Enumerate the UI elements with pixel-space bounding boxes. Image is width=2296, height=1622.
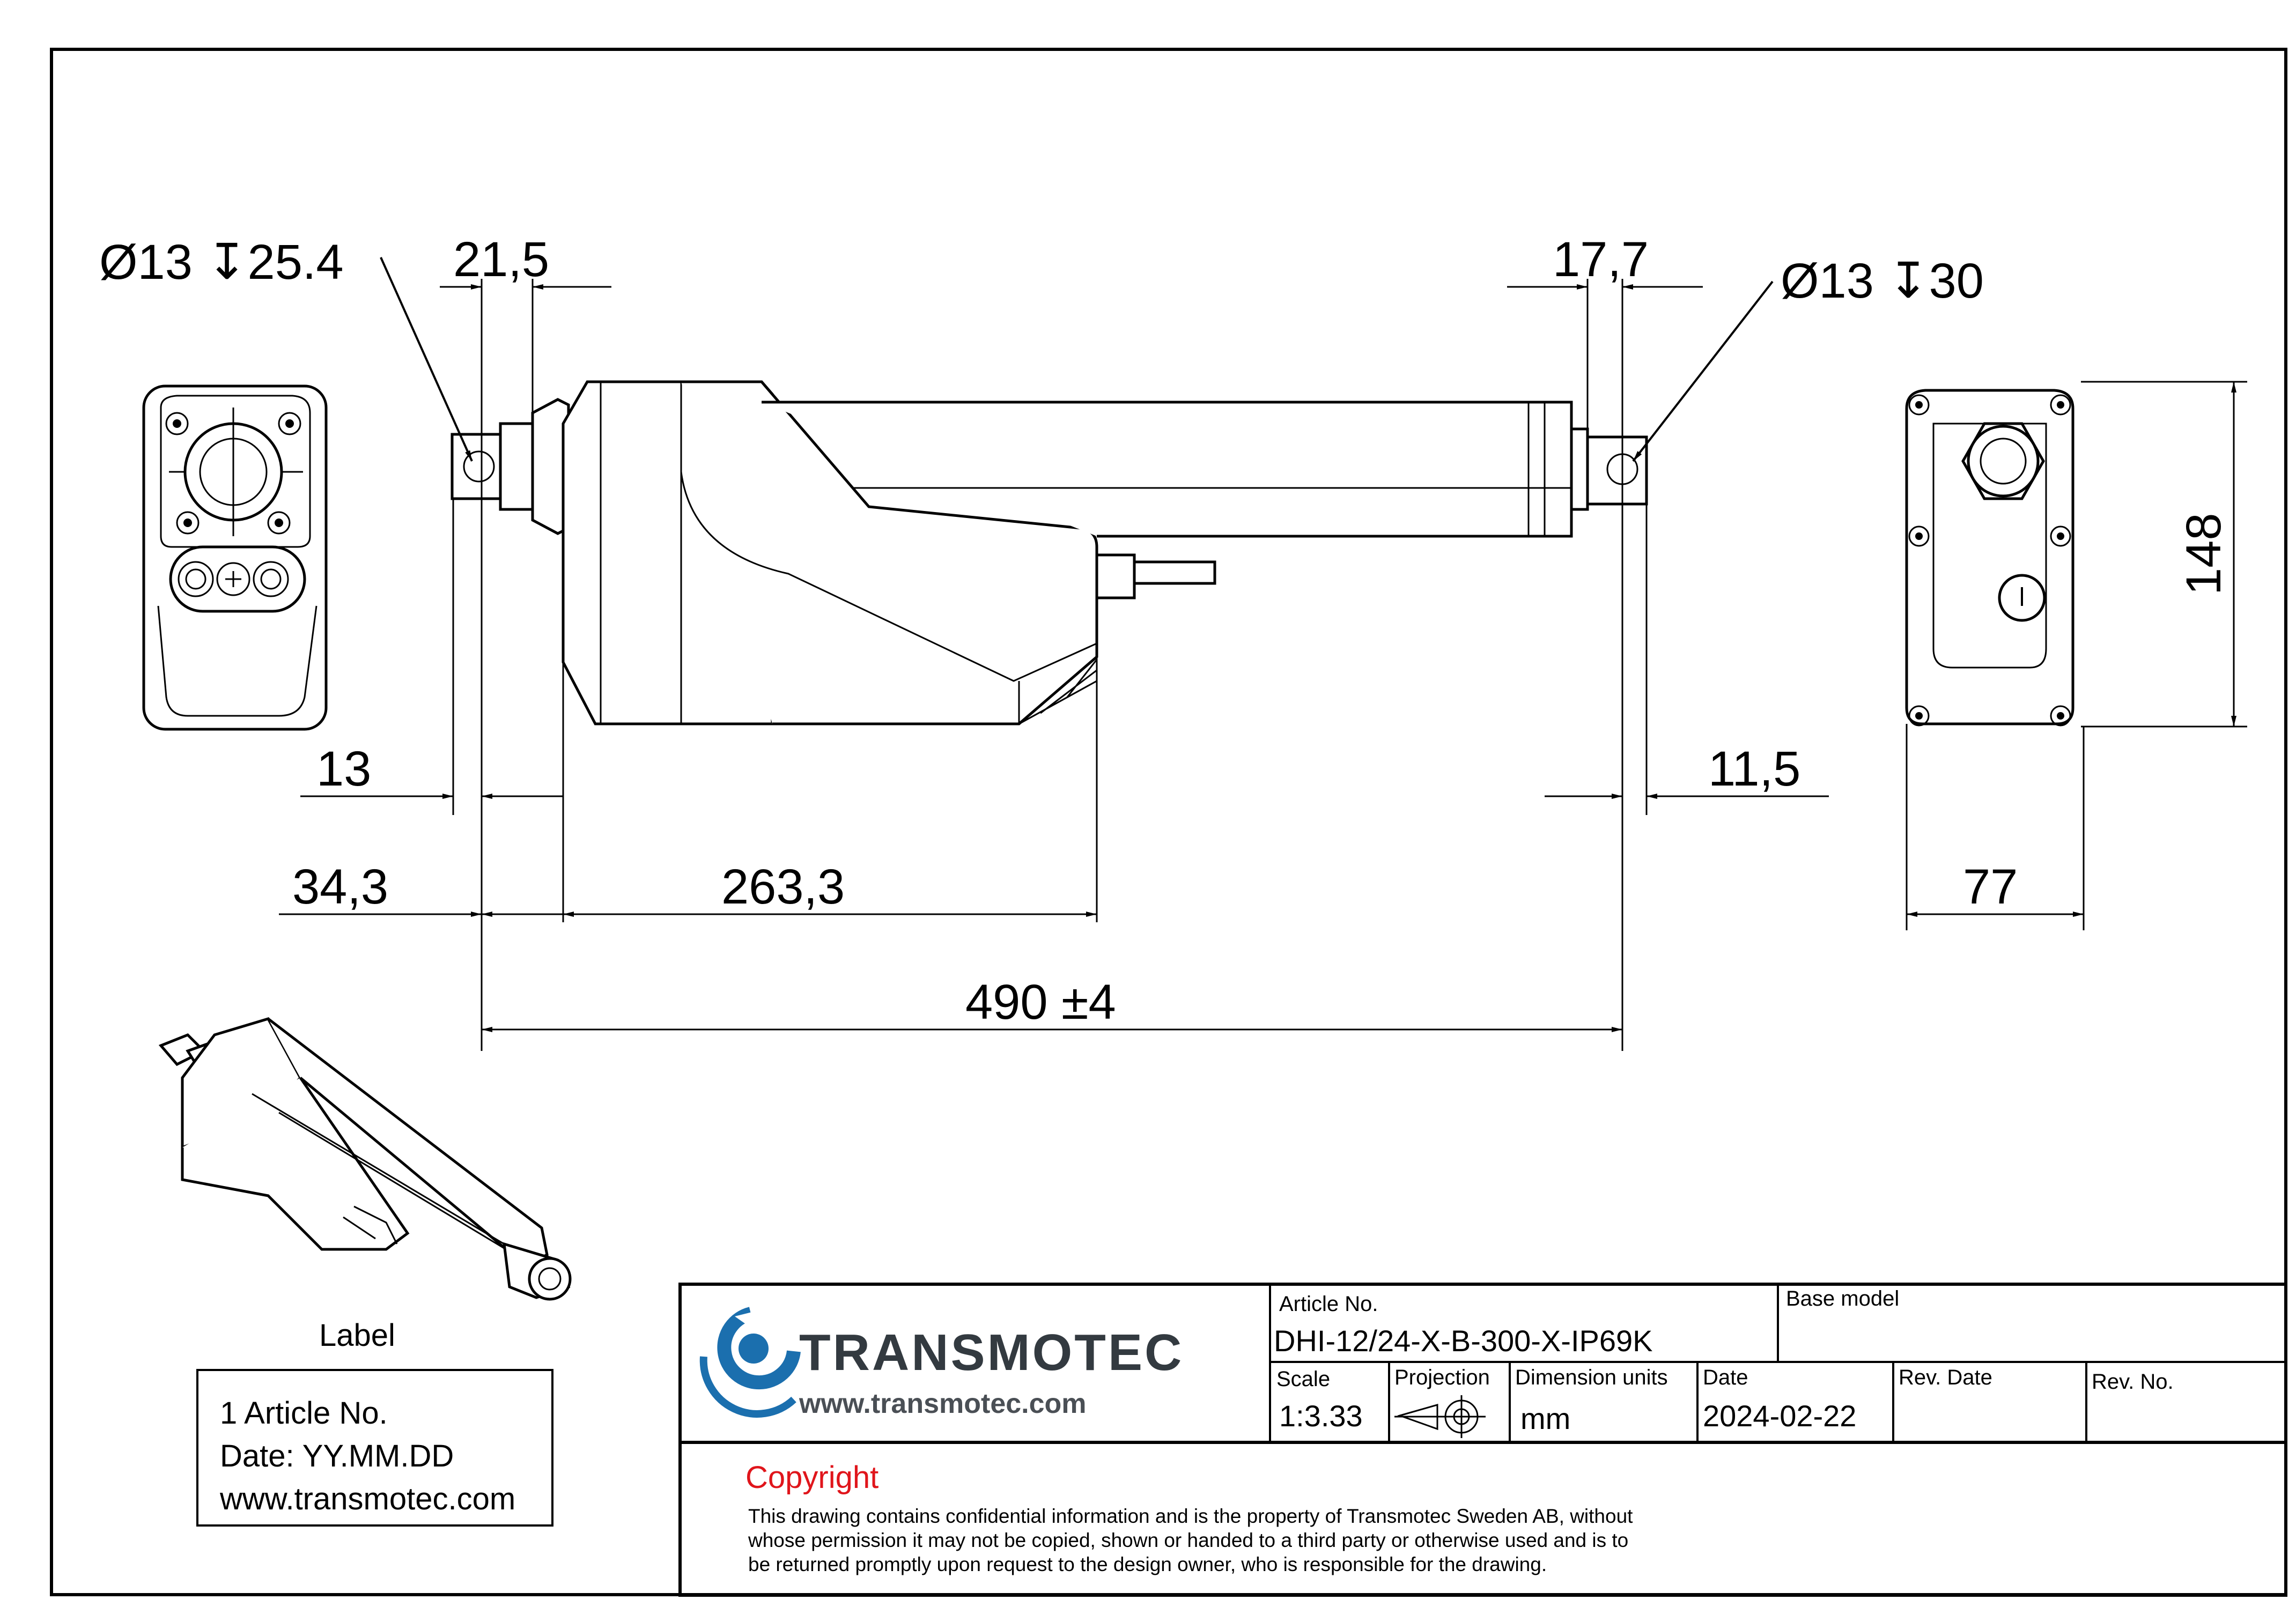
label-line-2: Date: YY.MM.DD <box>220 1439 454 1473</box>
hole-callout-right: Ø13 ↧30 <box>1781 254 1984 308</box>
dim-21-5: 21,5 <box>453 232 549 287</box>
label-line-3: www.transmotec.com <box>219 1482 515 1516</box>
date-value: 2024-02-22 <box>1703 1399 1856 1433</box>
units-value: mm <box>1520 1402 1570 1435</box>
dim-490: 490 ±4 <box>965 975 1116 1030</box>
article-no: DHI-12/24-X-B-300-X-IP69K <box>1274 1324 1653 1358</box>
brand-name: TRANSMOTEC <box>799 1324 1184 1381</box>
dim-77: 77 <box>1963 860 2018 914</box>
projection-label: Projection <box>1394 1366 1490 1389</box>
title-block: TRANSMOTEC www.transmotec.com Article No… <box>678 1283 2287 1597</box>
side-view <box>451 380 1648 725</box>
copyright-line-1: This drawing contains confidential infor… <box>748 1505 1633 1527</box>
right-end-view <box>1905 389 2074 727</box>
dimensions: 21,5 17,7 Ø13 ↧25.4 Ø13 ↧30 13 11,5 34,3… <box>99 232 2247 1051</box>
base-model-label: Base model <box>1786 1287 1899 1310</box>
label-box: Label 1 Article No. Date: YY.MM.DD www.t… <box>196 1318 553 1527</box>
label-caption: Label <box>319 1318 395 1353</box>
dim-263-3: 263,3 <box>721 860 845 914</box>
rev-date-label: Rev. Date <box>1899 1366 1992 1389</box>
first-angle-projection-icon <box>1394 1395 1486 1438</box>
hole-callout-left: Ø13 ↧25.4 <box>99 235 344 290</box>
brand-website: www.transmotec.com <box>799 1388 1087 1419</box>
label-line-1: 1 Article No. <box>220 1396 388 1431</box>
date-label: Date <box>1703 1366 1748 1389</box>
transmotec-logo-icon <box>699 1307 801 1418</box>
copyright-line-3: be returned promptly upon request to the… <box>748 1553 1547 1575</box>
article-no-label: Article No. <box>1279 1292 1378 1316</box>
units-label: Dimension units <box>1515 1366 1668 1389</box>
dim-17-7: 17,7 <box>1553 232 1649 287</box>
dim-34-3: 34,3 <box>292 860 388 914</box>
isometric-view <box>158 1017 572 1301</box>
dim-11-5: 11,5 <box>1708 742 1800 796</box>
scale-label: Scale <box>1276 1367 1330 1391</box>
copyright-line-2: whose permission it may not be copied, s… <box>748 1529 1628 1551</box>
copyright-title: Copyright <box>745 1460 878 1495</box>
front-end-view <box>142 384 328 731</box>
rev-no-label: Rev. No. <box>2092 1370 2174 1394</box>
dim-13: 13 <box>316 742 371 796</box>
dim-148: 148 <box>2176 513 2231 596</box>
scale-value: 1:3.33 <box>1279 1399 1363 1433</box>
